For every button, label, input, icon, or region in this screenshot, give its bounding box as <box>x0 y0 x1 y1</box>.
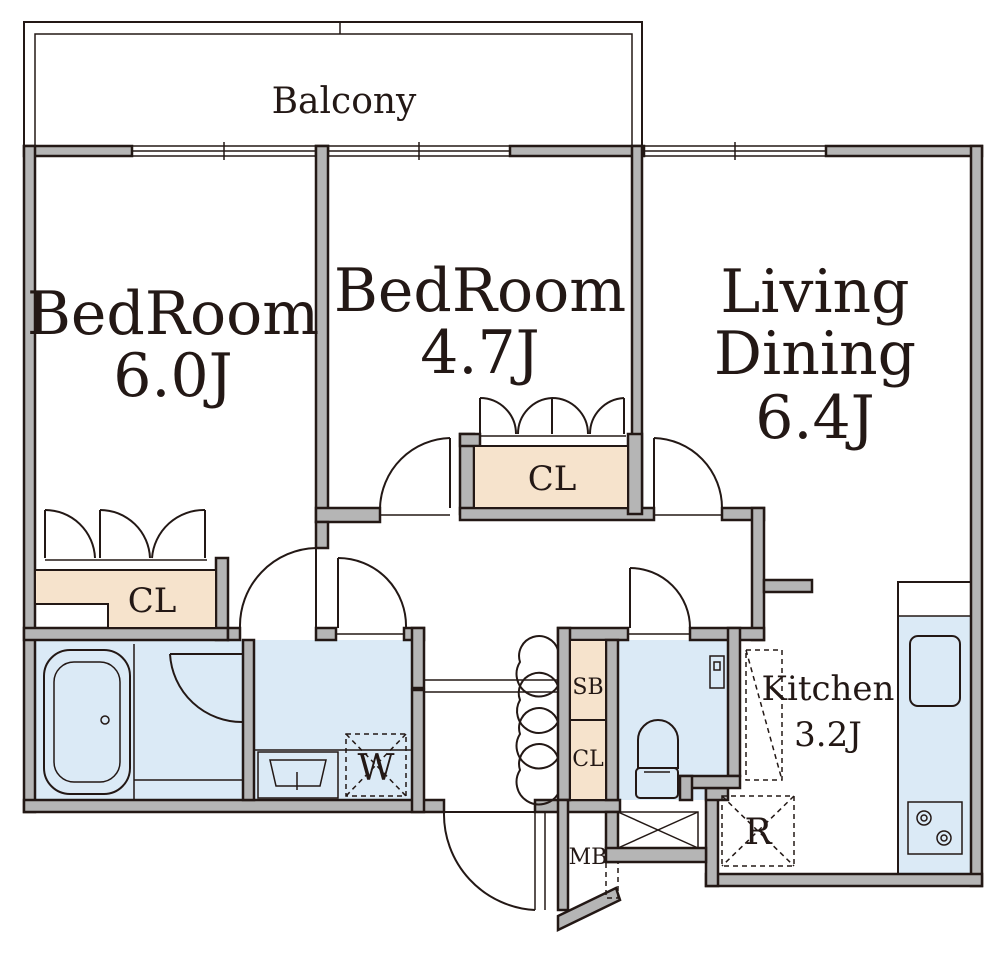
balcony-label: Balcony <box>272 81 417 122</box>
refrigerator-space <box>721 795 795 867</box>
washer-label: W <box>357 748 394 789</box>
closets <box>34 445 629 801</box>
doors <box>44 397 723 911</box>
living-size: 6.4J <box>755 383 874 453</box>
living-label-line2: Dining <box>714 319 916 389</box>
vanity-sink <box>254 749 412 799</box>
bedroom2-name: BedRoom <box>334 256 626 326</box>
bathtub <box>43 644 243 800</box>
kitchen-counter <box>745 581 972 875</box>
bedroom2-size: 4.7J <box>420 318 539 388</box>
windows <box>131 142 827 160</box>
meter-box-label: MB <box>569 845 608 870</box>
balcony <box>23 21 643 146</box>
closet2-label: CL <box>528 459 577 499</box>
kitchen-name: Kitchen <box>762 669 895 709</box>
pipe-shaft <box>605 811 699 899</box>
refrigerator-label: R <box>744 812 772 853</box>
closet1-label: CL <box>128 581 177 621</box>
bedroom1-name: BedRoom <box>27 279 319 349</box>
kitchen-size: 3.2J <box>794 715 862 755</box>
shoe-box-label: SB <box>572 675 603 700</box>
living-label-line1: Living <box>720 257 909 327</box>
toilet <box>635 655 725 799</box>
closet3-label: CL <box>572 747 604 772</box>
washer-pan <box>345 733 407 797</box>
bedroom1-size: 6.0J <box>113 341 232 411</box>
